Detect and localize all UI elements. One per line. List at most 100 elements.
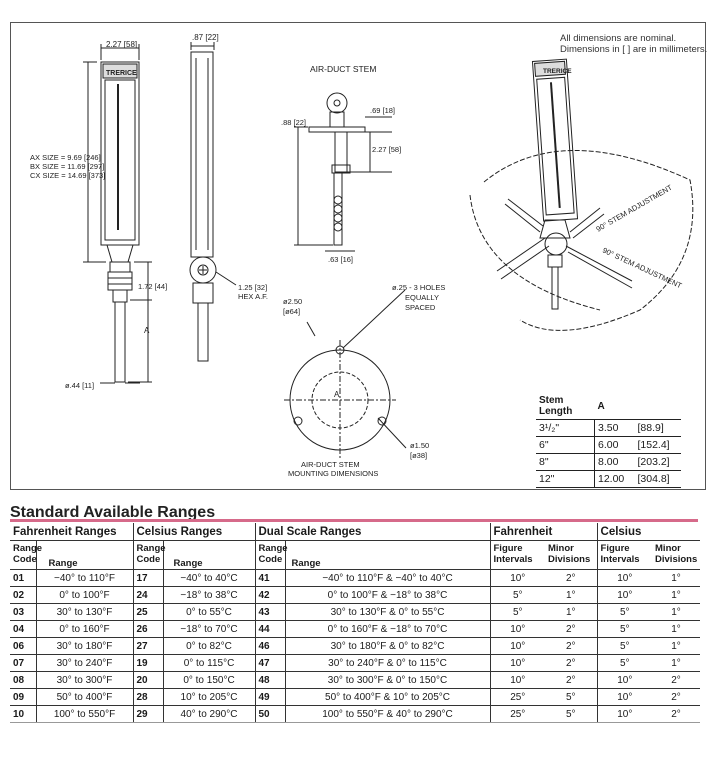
stem-length-cell: 12" <box>536 470 595 488</box>
note-line-2: Dimensions in [ ] are in millimeters. <box>560 44 708 55</box>
drawing-frame <box>10 22 706 490</box>
f-minor-division-cell: 2° <box>545 654 598 672</box>
d-range-cell: 0° to 100°F & −18° to 38°C <box>284 586 490 604</box>
c-figure-interval-cell: 5° <box>596 637 653 655</box>
stem-a-mm-cell: [152.4] <box>634 436 681 454</box>
stem-length-cell: 8" <box>536 453 595 471</box>
ranges-group-header: Fahrenheit Ranges Celsius Ranges Dual Sc… <box>10 523 701 541</box>
stem-length-header: Stem Length <box>536 393 595 420</box>
air-duct-dim-bottom: .63 [16] <box>328 255 353 264</box>
sub-figure-intervals-f: Figure Intervals <box>489 540 545 570</box>
sub-range-code-d: Range Code <box>254 540 288 570</box>
c-code-cell: 17 <box>132 569 163 587</box>
stem-length-table: Stem Length A 3¹/₂" 3.50 [88.9] 6" 6.00 … <box>536 393 681 488</box>
hex-af-size: 1.25 [32] <box>238 283 267 292</box>
mount-holes-line1: ø.25 - 3 HOLES <box>392 283 445 292</box>
air-duct-dim-top: .69 [18] <box>370 106 395 115</box>
table-row: 06 30° to 180°F 27 0° to 82°C 46 30° to … <box>10 637 701 655</box>
f-figure-interval-cell: 10° <box>489 654 545 672</box>
f-figure-interval-cell: 10° <box>489 569 545 587</box>
d-range-cell: 0° to 160°F & −18° to 70°C <box>284 620 490 638</box>
mount-center-label: A <box>334 390 340 399</box>
group-fahrenheit: Fahrenheit <box>489 523 598 541</box>
air-duct-dim-mid: 2.27 [58] <box>372 145 401 154</box>
c-code-cell: 29 <box>132 705 163 723</box>
adjustment-label-1: 90° STEM ADJUSTMENT <box>595 183 675 234</box>
f-code-cell: 09 <box>10 688 36 706</box>
side-depth-dim: .87 [22] <box>192 33 219 42</box>
c-range-cell: 0° to 55°C <box>162 603 255 621</box>
c-minor-division-cell: 2° <box>652 671 701 689</box>
c-code-cell: 27 <box>132 637 163 655</box>
dimensions-note: All dimensions are nominal. Dimensions i… <box>560 33 707 55</box>
c-figure-interval-cell: 10° <box>596 586 653 604</box>
c-range-cell: −40° to 40°C <box>162 569 255 587</box>
c-minor-division-cell: 1° <box>652 603 701 621</box>
c-minor-division-cell: 1° <box>652 620 701 638</box>
c-range-cell: 0° to 150°C <box>162 671 255 689</box>
mount-holes-line2: EQUALLY <box>405 293 439 302</box>
f-range-cell: 30° to 240°F <box>35 654 133 672</box>
stem-length-cell: 6" <box>536 436 595 454</box>
size-line-bx: BX SIZE = 11.69 [297] <box>30 162 104 171</box>
c-code-cell: 20 <box>132 671 163 689</box>
d-code-cell: 46 <box>254 637 285 655</box>
f-minor-division-cell: 5° <box>545 688 598 706</box>
f-minor-division-cell: 5° <box>545 705 598 723</box>
d-range-cell: −40° to 110°F & −40° to 40°C <box>284 569 490 587</box>
title-rule <box>10 519 698 522</box>
front-view-drawing <box>83 44 152 384</box>
table-row: 10 100° to 550°F 29 40° to 290°C 50 100°… <box>10 705 701 723</box>
group-celsius-ranges: Celsius Ranges <box>132 523 255 541</box>
f-minor-division-cell: 2° <box>545 569 598 587</box>
f-figure-interval-cell: 10° <box>489 620 545 638</box>
f-code-cell: 07 <box>10 654 36 672</box>
d-code-cell: 47 <box>254 654 285 672</box>
d-code-cell: 48 <box>254 671 285 689</box>
adjustment-label-2: 90° STEM ADJUSTMENT <box>601 246 683 291</box>
stem-length-cell: 3¹/₂" <box>536 419 595 437</box>
f-figure-interval-cell: 25° <box>489 705 545 723</box>
technical-drawings: 2.27 [58] TRERICE AX SIZE = 9.69 [246] B… <box>30 33 694 478</box>
table-row: 01 −40° to 110°F 17 −40° to 40°C 41 −40°… <box>10 569 701 587</box>
c-figure-interval-cell: 5° <box>596 654 653 672</box>
f-code-cell: 06 <box>10 637 36 655</box>
c-code-cell: 26 <box>132 620 163 638</box>
stem-a-mm-cell: [203.2] <box>634 453 681 471</box>
stem-a-inch-cell: 8.00 <box>594 453 635 471</box>
f-code-cell: 01 <box>10 569 36 587</box>
front-brand-label: TRERICE <box>106 70 137 77</box>
table-row: 8" 8.00 [203.2] <box>536 453 681 471</box>
sub-figure-intervals-c: Figure Intervals <box>596 540 653 570</box>
stem-table-header: Stem Length A <box>536 393 681 420</box>
c-code-cell: 24 <box>132 586 163 604</box>
c-minor-division-cell: 2° <box>652 688 701 706</box>
table-row: 03 30° to 130°F 25 0° to 55°C 43 30° to … <box>10 603 701 621</box>
note-line-1: All dimensions are nominal. <box>560 33 677 44</box>
f-range-cell: 30° to 180°F <box>35 637 133 655</box>
f-minor-division-cell: 2° <box>545 620 598 638</box>
stem-a-label: A <box>144 326 150 335</box>
f-figure-interval-cell: 25° <box>489 688 545 706</box>
d-range-cell: 50° to 400°F & 10° to 205°C <box>284 688 490 706</box>
c-range-cell: 0° to 82°C <box>162 637 255 655</box>
mount-inner-dia: ø1.50 <box>410 441 429 450</box>
c-range-cell: 0° to 115°C <box>162 654 255 672</box>
air-duct-stem-title: AIR-DUCT STEM <box>310 64 376 74</box>
table-row: 04 0° to 160°F 26 −18° to 70°C 44 0° to … <box>10 620 701 638</box>
d-code-cell: 50 <box>254 705 285 723</box>
f-range-cell: 30° to 300°F <box>35 671 133 689</box>
c-minor-division-cell: 1° <box>652 586 701 604</box>
c-minor-division-cell: 1° <box>652 637 701 655</box>
d-code-cell: 41 <box>254 569 285 587</box>
mounting-flange-drawing <box>284 289 407 458</box>
f-code-cell: 10 <box>10 705 36 723</box>
front-width-dim: 2.27 [58] <box>106 40 137 49</box>
stem-a-mm-cell: [304.8] <box>634 470 681 488</box>
d-range-cell: 100° to 550°F & 40° to 290°C <box>284 705 490 723</box>
c-figure-interval-cell: 10° <box>596 569 653 587</box>
ranges-title: Standard Available Ranges <box>10 504 216 521</box>
f-figure-interval-cell: 10° <box>489 671 545 689</box>
sub-range-code-f: Range Code <box>10 540 42 570</box>
c-code-cell: 28 <box>132 688 163 706</box>
